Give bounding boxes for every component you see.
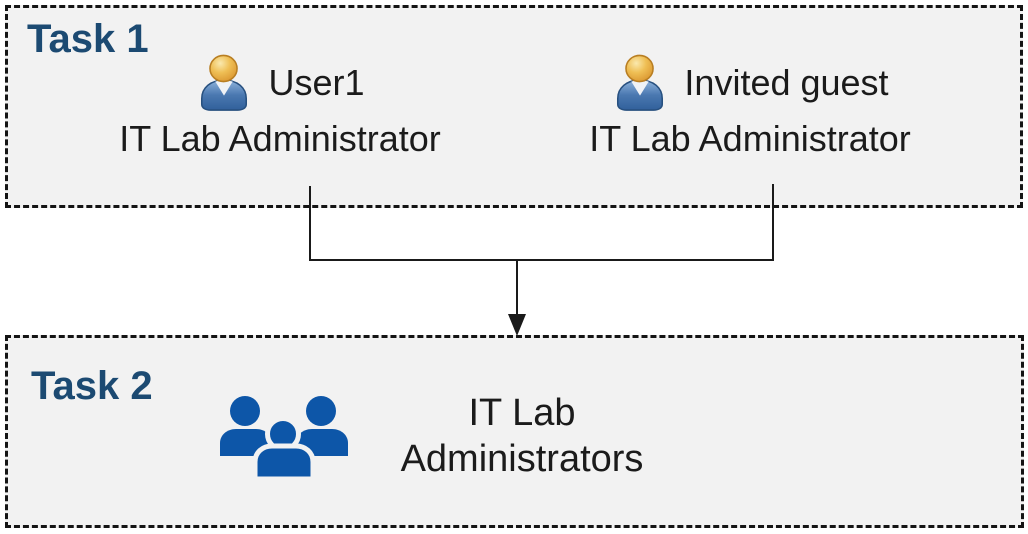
- arrowhead: [508, 314, 526, 336]
- member-user1: User1 IT Lab Administrator: [95, 52, 465, 160]
- task2-label: Task 2: [31, 364, 153, 408]
- member-invited-guest-role: IT Lab Administrator: [589, 118, 911, 159]
- person-icon: [617, 54, 664, 111]
- member-invited-guest: Invited guest IT Lab Administrator: [560, 52, 940, 160]
- member-user1-role: IT Lab Administrator: [119, 118, 441, 159]
- task1-box: [5, 5, 1023, 208]
- member-invited-guest-row: Invited guest: [611, 52, 889, 114]
- task1-label: Task 1: [27, 17, 149, 61]
- group-name-line1: IT Lab: [468, 392, 576, 434]
- people-group-icon: [220, 396, 348, 480]
- member-invited-guest-name: Invited guest: [684, 62, 889, 103]
- person-icon: [201, 54, 248, 111]
- group-name-line2: Administrators: [400, 438, 644, 480]
- group-name: IT Lab Administrators: [391, 390, 653, 482]
- task2-box: [5, 335, 1024, 528]
- member-user1-row: User1: [195, 52, 365, 114]
- member-user1-name: User1: [268, 62, 365, 103]
